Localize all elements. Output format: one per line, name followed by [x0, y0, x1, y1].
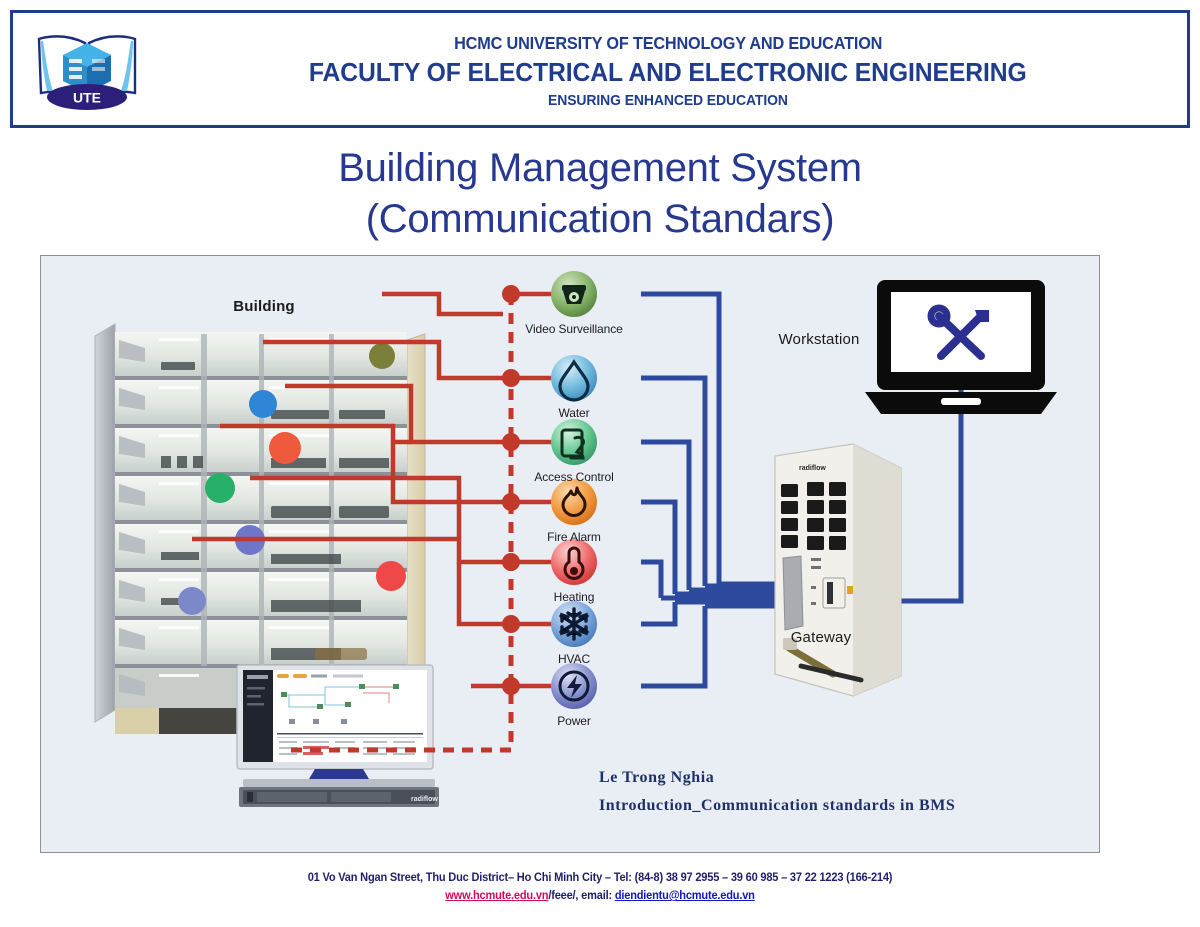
- header-banner: UTE HCMC UNIVERSITY OF TECHNOLOGY AND ED…: [10, 10, 1190, 128]
- building-dot-fire: [205, 473, 235, 503]
- bus-junction-nodes: [502, 285, 520, 695]
- system-icon-access-control: [551, 419, 597, 465]
- building-illustration: Building: [89, 276, 439, 746]
- bus-heating: [250, 475, 503, 565]
- system-icon-video-surveillance: [551, 271, 597, 317]
- email-link[interactable]: diendientu@hcmute.edu.vn: [614, 890, 755, 903]
- bus-trunk-dashed: [287, 294, 514, 753]
- system-label-water: Water: [558, 406, 590, 420]
- title-line-2: (Communication Standars): [365, 197, 835, 242]
- bus-access-b: [220, 423, 396, 442]
- system-label-hvac: HVAC: [557, 652, 591, 666]
- building-cutaway-svg: [94, 323, 426, 734]
- link-hvac: [641, 602, 678, 627]
- header-text-block: HCMC UNIVERSITY OF TECHNOLOGY AND EDUCAT…: [163, 19, 1173, 125]
- bus-fire: [390, 442, 503, 505]
- footer-address: 01 Vo Van Ngan Street, Thu Duc District–…: [307, 872, 893, 884]
- building-dot-power: [178, 587, 206, 615]
- author-topic: Introduction_Communication standards in …: [599, 797, 956, 814]
- workstation-laptop: [865, 280, 1057, 414]
- gateway-device: radiflow: [774, 443, 902, 697]
- building-dot-water: [249, 390, 277, 418]
- link-fire: [641, 499, 678, 594]
- ute-logo-text: UTE: [73, 90, 101, 106]
- system-label-fire-alarm: Fire Alarm: [547, 530, 601, 544]
- author-credit: Le Trong Nghia Introduction_Communicatio…: [599, 764, 1079, 820]
- link-heating: [641, 559, 664, 598]
- bus-hvac: [456, 562, 503, 627]
- system-bus-layer: radiflow: [41, 256, 1099, 852]
- footer: 01 Vo Van Ngan Street, Thu Duc District–…: [0, 870, 1200, 906]
- website-link[interactable]: www.hcmute.edu.vn: [445, 890, 549, 903]
- workstation-label: Workstation: [778, 331, 860, 348]
- bus-water: [263, 339, 503, 381]
- bus-access: [285, 383, 503, 445]
- page-title: Building Management System (Communicatio…: [0, 143, 1200, 245]
- author-name: Le Trong Nghia: [599, 769, 715, 786]
- bus-video: [382, 291, 503, 317]
- faculty-name: FACULTY OF ELECTRICAL AND ELECTRONIC ENG…: [309, 57, 1027, 88]
- system-icon-power: [551, 663, 597, 709]
- system-icon-water: [551, 355, 597, 402]
- gateway-brand: radiflow: [799, 465, 826, 472]
- building-dot-access: [269, 432, 301, 464]
- link-power: [641, 606, 708, 689]
- university-name: HCMC UNIVERSITY OF TECHNOLOGY AND EDUCAT…: [453, 33, 883, 54]
- link-access: [641, 439, 692, 590]
- footer-links: www.hcmute.edu.vn/feee/, email: diendien…: [24, 888, 1176, 905]
- ute-logo: UTE: [31, 21, 143, 121]
- server-brand: radiflow: [411, 796, 438, 803]
- system-label-heating: Heating: [553, 590, 595, 604]
- motto: ENSURING ENHANCED EDUCATION: [548, 91, 788, 109]
- link-water: [641, 375, 708, 586]
- link-video: [641, 291, 722, 584]
- system-icon-fire-alarm: [551, 479, 597, 525]
- system-icon-hvac: [551, 601, 597, 647]
- building-label: Building: [233, 298, 295, 315]
- system-icon-heating: [551, 539, 597, 585]
- building-dot-hvac: [376, 561, 406, 591]
- building-dot-video: [369, 343, 395, 369]
- ute-logo-svg: UTE: [37, 35, 137, 110]
- system-label-access-control: Access Control: [534, 470, 614, 484]
- wiring-svg: radiflow: [192, 271, 1057, 753]
- title-line-1: Building Management System: [338, 146, 862, 190]
- system-label-video-surveillance: Video Surveillance: [525, 322, 623, 336]
- footer-email-prefix: /feee/, email:: [548, 890, 615, 903]
- gateway-label: Gateway: [790, 629, 852, 646]
- system-label-power: Power: [557, 714, 591, 728]
- bms-architecture-diagram: Building: [40, 255, 1100, 853]
